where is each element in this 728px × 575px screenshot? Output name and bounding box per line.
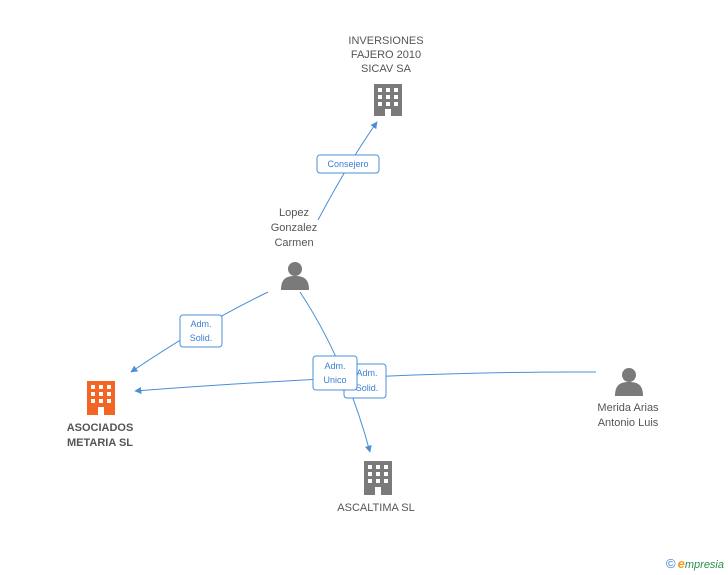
person-icon (615, 368, 643, 396)
svg-text:Merida Arias: Merida Arias (597, 402, 659, 414)
svg-text:ASCALTIMA SL: ASCALTIMA SL (337, 502, 414, 514)
brand-watermark: ©empresia (666, 556, 724, 571)
svg-text:Adm.: Adm. (356, 368, 377, 378)
node-ascaltima[interactable]: ASCALTIMA SL (337, 461, 415, 514)
brand-initial: e (677, 556, 685, 571)
svg-text:ASOCIADOS: ASOCIADOS (67, 422, 134, 434)
svg-text:SICAV SA: SICAV SA (361, 63, 412, 75)
building-icon (374, 84, 402, 116)
svg-text:Lopez: Lopez (279, 207, 309, 219)
building-icon (87, 381, 115, 415)
edge-label-adm-unico[interactable]: Adm. Unico (312, 355, 358, 391)
node-asociados-metaria[interactable]: ASOCIADOS METARIA SL (67, 381, 134, 449)
person-icon (281, 262, 309, 290)
svg-text:INVERSIONES: INVERSIONES (348, 35, 423, 47)
svg-text:Gonzalez: Gonzalez (271, 222, 317, 234)
svg-text:Unico: Unico (323, 375, 346, 385)
node-lopez-gonzalez-carmen[interactable]: Lopez Gonzalez Carmen (271, 207, 317, 290)
svg-text:Adm.: Adm. (190, 319, 211, 329)
building-icon (364, 461, 392, 495)
svg-text:Carmen: Carmen (274, 237, 313, 249)
copyright-icon: © (666, 556, 676, 571)
svg-text:METARIA SL: METARIA SL (67, 437, 133, 449)
svg-text:Antonio Luis: Antonio Luis (598, 417, 659, 429)
edge-label-adm-solid-1[interactable]: Adm. Solid. (179, 314, 223, 348)
svg-text:Adm.: Adm. (324, 361, 345, 371)
svg-text:FAJERO 2010: FAJERO 2010 (351, 49, 421, 61)
svg-text:Consejero: Consejero (327, 159, 368, 169)
node-merida-arias[interactable]: Merida Arias Antonio Luis (597, 368, 659, 429)
svg-text:Solid.: Solid. (356, 383, 379, 393)
brand-name: mpresia (684, 559, 724, 571)
edge-label-consejero[interactable]: Consejero (316, 154, 380, 174)
svg-text:Solid.: Solid. (190, 333, 213, 343)
node-inversiones-fajero[interactable]: INVERSIONES FAJERO 2010 SICAV SA (348, 35, 424, 116)
